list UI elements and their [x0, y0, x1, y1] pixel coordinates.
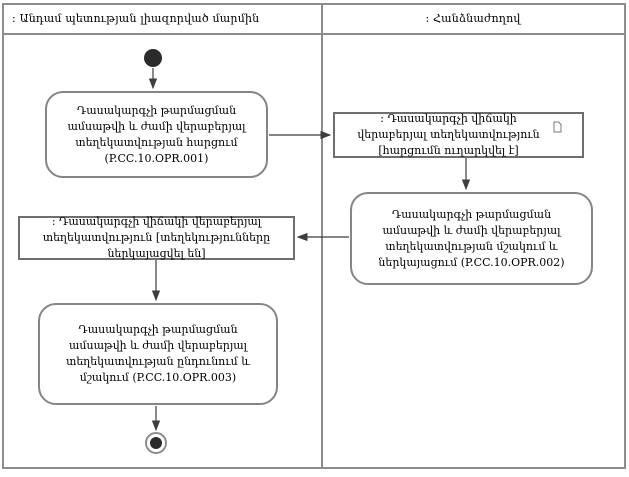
activity-final-node [145, 432, 167, 454]
activity-label: Դասակարգչի թարմացման ամսաթվի և ժամի վերա… [67, 103, 246, 165]
object-node-info-presented: : Դասակարգչի վիճակի վերաբերյալ տեղեկատվո… [18, 215, 295, 260]
header-separator [2, 33, 626, 35]
swimlane-label: : Հանձնաժողով [425, 11, 521, 25]
activity-node-opr-002: Դասակարգչի թարմացման ամսաթվի և ժամի վերա… [350, 192, 593, 285]
swimlane-header-commission: : Հանձնաժողով [323, 3, 623, 33]
object-node-label: : Դասակարգչի վիճակի վերաբերյալ տեղեկատվո… [357, 112, 540, 157]
swimlane-label: : Անդամ պետության լիազորված մարմին [12, 11, 260, 25]
activity-label: Դասակարգչի թարմացման ամսաթվի և ժամի վերա… [66, 323, 250, 384]
activity-node-opr-003: Դասակարգչի թարմացման ամսաթվի և ժամի վերա… [38, 303, 278, 405]
object-marker-icon [553, 121, 562, 133]
initial-node [144, 49, 162, 67]
activity-node-opr-001: Դասակարգչի թարմացման ամսաթվի և ժամի վերա… [45, 91, 268, 178]
swimlane-divider [321, 3, 323, 467]
swimlane-header-member-state: : Անդամ պետության լիազորված մարմին [4, 3, 327, 33]
activity-label: Դասակարգչի թարմացման ամսաթվի և ժամի վերա… [378, 207, 565, 269]
object-node-request-sent: : Դասակարգչի վիճակի վերաբերյալ տեղեկատվո… [333, 112, 584, 158]
object-node-label: : Դասակարգչի վիճակի վերաբերյալ տեղեկատվո… [42, 215, 271, 260]
activity-final-node-core [150, 437, 162, 449]
